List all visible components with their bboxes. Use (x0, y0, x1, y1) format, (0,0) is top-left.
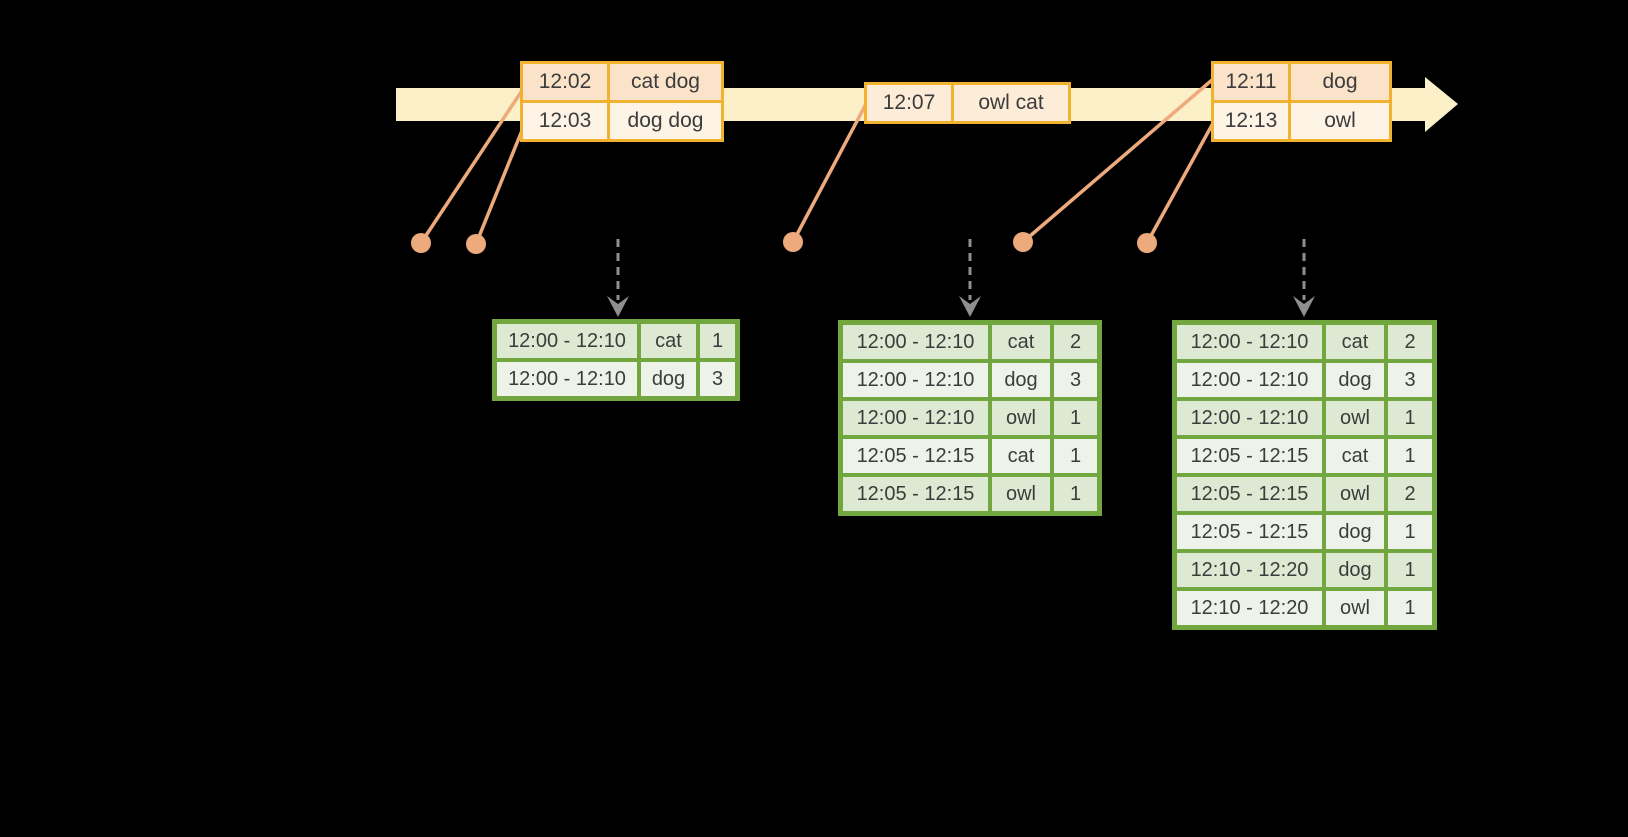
count-cell: 1 (700, 324, 735, 358)
event-dot (783, 232, 803, 252)
window-cell: 12:00 - 12:10 (843, 325, 988, 359)
window-cell: 12:10 - 12:20 (1177, 553, 1322, 587)
count-cell: 1 (1388, 439, 1432, 473)
event-words-cell: dog dog (610, 103, 721, 139)
word-cell: dog (992, 363, 1050, 397)
event-time-cell: 12:07 (867, 85, 951, 121)
count-cell: 1 (1054, 401, 1097, 435)
event-time-cell: 12:11 (1214, 64, 1288, 100)
result-table-3: 12:00 - 12:10 cat 2 12:00 - 12:10 dog 3 … (1172, 320, 1437, 630)
word-cell: owl (1326, 477, 1384, 511)
window-cell: 12:05 - 12:15 (843, 477, 988, 511)
word-cell: owl (1326, 591, 1384, 625)
event-dot (1013, 232, 1033, 252)
trigger-arrowhead-icon (607, 296, 629, 317)
count-cell: 1 (1388, 515, 1432, 549)
event-time-cell: 12:02 (523, 64, 607, 100)
window-cell: 12:05 - 12:15 (1177, 477, 1322, 511)
count-cell: 3 (1388, 363, 1432, 397)
event-connector-line (474, 126, 525, 246)
event-words-cell: owl (1291, 103, 1389, 139)
window-cell: 12:05 - 12:15 (1177, 439, 1322, 473)
event-table-1: 12:02 cat dog 12:03 dog dog (520, 61, 724, 142)
event-table-2: 12:07 owl cat (864, 82, 1071, 124)
result-table-2: 12:00 - 12:10 cat 2 12:00 - 12:10 dog 3 … (838, 320, 1102, 516)
word-cell: dog (1326, 515, 1384, 549)
count-cell: 1 (1054, 477, 1097, 511)
word-cell: cat (641, 324, 696, 358)
word-cell: dog (1326, 553, 1384, 587)
event-connector-line (1145, 123, 1214, 245)
event-time-cell: 12:03 (523, 103, 607, 139)
count-cell: 2 (1054, 325, 1097, 359)
event-dot (466, 234, 486, 254)
count-cell: 1 (1388, 401, 1432, 435)
event-words-cell: owl cat (954, 85, 1068, 121)
window-cell: 12:00 - 12:10 (1177, 401, 1322, 435)
trigger-arrowhead-icon (1293, 296, 1315, 317)
event-dot (1137, 233, 1157, 253)
word-cell: owl (992, 477, 1050, 511)
word-cell: cat (1326, 439, 1384, 473)
event-connector-line (791, 102, 868, 244)
word-cell: owl (1326, 401, 1384, 435)
word-cell: cat (1326, 325, 1384, 359)
event-time-cell: 12:13 (1214, 103, 1288, 139)
result-table-1: 12:00 - 12:10 cat 1 12:00 - 12:10 dog 3 (492, 319, 740, 401)
window-cell: 12:10 - 12:20 (1177, 591, 1322, 625)
word-cell: owl (992, 401, 1050, 435)
window-cell: 12:05 - 12:15 (1177, 515, 1322, 549)
timeline-arrowhead-icon (1425, 77, 1458, 132)
event-dot (411, 233, 431, 253)
event-words-cell: cat dog (610, 64, 721, 100)
word-cell: dog (1326, 363, 1384, 397)
count-cell: 1 (1054, 439, 1097, 473)
event-words-cell: dog (1291, 64, 1389, 100)
count-cell: 1 (1388, 553, 1432, 587)
count-cell: 2 (1388, 325, 1432, 359)
window-cell: 12:05 - 12:15 (843, 439, 988, 473)
count-cell: 3 (700, 362, 735, 396)
window-cell: 12:00 - 12:10 (497, 324, 637, 358)
window-cell: 12:00 - 12:10 (1177, 325, 1322, 359)
window-cell: 12:00 - 12:10 (497, 362, 637, 396)
word-cell: cat (992, 439, 1050, 473)
event-table-3: 12:11 dog 12:13 owl (1211, 61, 1392, 142)
word-cell: dog (641, 362, 696, 396)
trigger-arrowhead-icon (959, 296, 981, 317)
word-cell: cat (992, 325, 1050, 359)
window-cell: 12:00 - 12:10 (843, 401, 988, 435)
window-cell: 12:00 - 12:10 (843, 363, 988, 397)
window-cell: 12:00 - 12:10 (1177, 363, 1322, 397)
event-connector-line (1021, 78, 1214, 244)
count-cell: 1 (1388, 591, 1432, 625)
count-cell: 3 (1054, 363, 1097, 397)
event-connector-line (419, 87, 525, 245)
count-cell: 2 (1388, 477, 1432, 511)
